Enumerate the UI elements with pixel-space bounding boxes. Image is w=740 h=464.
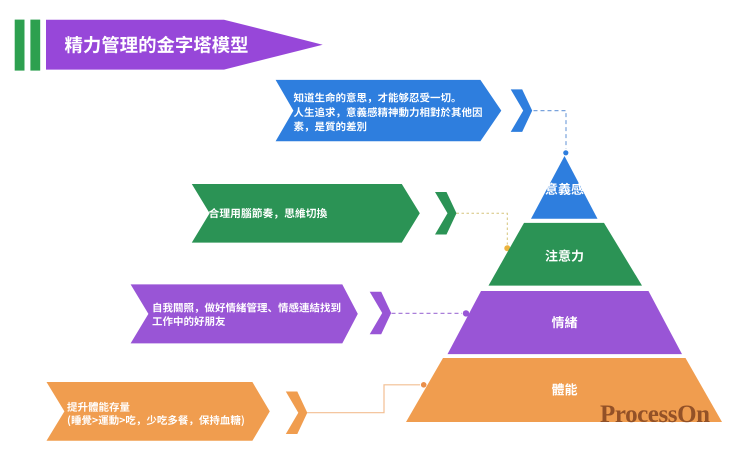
svg-text:ProcessOn: ProcessOn [600, 401, 710, 428]
